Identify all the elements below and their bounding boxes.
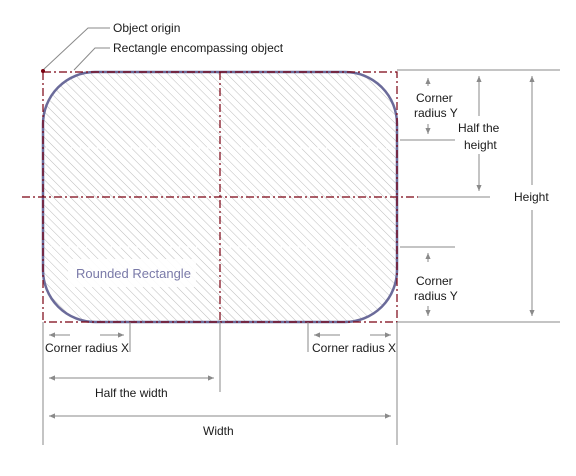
corner-radius-y-top-line1: Corner <box>416 91 453 105</box>
half-height-line2: height <box>464 138 497 152</box>
corner-radius-x-left-label: Corner radius X <box>45 341 129 355</box>
shape-name-label: Rounded Rectangle <box>76 266 191 281</box>
corner-radius-y-bottom-line2: radius Y <box>414 289 458 303</box>
shape-label-box <box>68 259 196 287</box>
origin-point <box>41 69 45 73</box>
height-label: Height <box>514 190 549 204</box>
object-origin-label: Object origin <box>113 21 180 35</box>
corner-radius-y-top-line2: radius Y <box>414 106 458 120</box>
corner-radius-y-bottom-line1: Corner <box>416 274 453 288</box>
origin-leaders <box>42 27 110 71</box>
extension-lines <box>42 69 560 445</box>
half-width-label: Half the width <box>95 386 168 400</box>
width-label: Width <box>203 424 234 438</box>
corner-radius-x-right-label: Corner radius X <box>312 341 396 355</box>
bounding-rect-label: Rectangle encompassing object <box>113 41 284 55</box>
half-height-line1: Half the <box>458 121 500 135</box>
